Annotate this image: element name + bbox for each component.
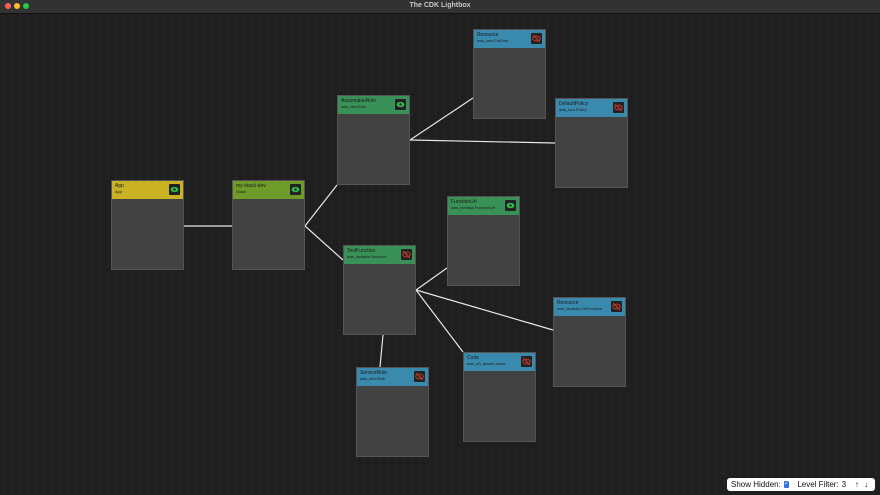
eye-slash-icon[interactable] <box>613 102 624 113</box>
node-title: Code <box>467 355 479 361</box>
node-subtitle: App <box>115 189 123 194</box>
close-window-button[interactable] <box>5 3 11 9</box>
show-hidden-checkbox[interactable]: ✓ <box>783 481 790 488</box>
eye-slash-icon[interactable] <box>611 301 622 312</box>
level-up-button[interactable]: ↑ <box>854 480 859 489</box>
node-title: DefaultPolicy <box>559 101 589 107</box>
level-down-button[interactable]: ↓ <box>864 480 869 489</box>
eye-slash-icon[interactable] <box>401 249 412 260</box>
node-subtitle: aws_s3_assets.Asset <box>467 361 506 366</box>
show-hidden-label: Show Hidden: <box>731 480 781 489</box>
node-subtitle: aws_iam.CfnRole <box>477 38 509 43</box>
minimize-window-button[interactable] <box>14 3 20 9</box>
eye-slash-icon[interactable] <box>521 356 532 367</box>
node-subtitle: aws_lambda.CfnFunction <box>557 306 603 311</box>
node-title: Resource <box>477 32 499 38</box>
maximize-window-button[interactable] <box>23 3 29 9</box>
node-title: AssumableRole <box>341 98 377 104</box>
window-titlebar[interactable]: The CDK Lightbox <box>0 0 880 14</box>
eye-slash-icon[interactable] <box>531 33 542 44</box>
node-title: my-stack-dev <box>236 183 266 189</box>
window-title: The CDK Lightbox <box>409 2 471 9</box>
level-filter-label: Level Filter: <box>797 480 839 489</box>
eye-icon[interactable] <box>169 184 180 195</box>
node-subtitle: aws_lambda.FunctionUrl <box>451 205 496 210</box>
eye-icon[interactable] <box>505 200 516 211</box>
node-subtitle: Stack <box>236 189 247 194</box>
control-panel: Show Hidden: ✓ Level Filter: 3 ↑ ↓ <box>727 478 875 491</box>
node-title: FunctionUrl <box>451 199 477 205</box>
eye-icon[interactable] <box>395 99 406 110</box>
eye-icon[interactable] <box>290 184 301 195</box>
node-title: TestFunction <box>347 248 376 254</box>
node-title: Resource <box>557 300 579 306</box>
node-title: App <box>115 183 124 189</box>
node-subtitle: aws_lambda.Function <box>347 254 386 259</box>
node-title: ServiceRole <box>360 370 387 376</box>
node-subtitle: aws_iam.Policy <box>559 107 587 112</box>
eye-slash-icon[interactable] <box>414 371 425 382</box>
level-filter-value[interactable]: 3 <box>841 480 847 489</box>
node-subtitle: aws_iam.Role <box>360 376 386 381</box>
node-subtitle: aws_iam.Role <box>341 104 367 109</box>
